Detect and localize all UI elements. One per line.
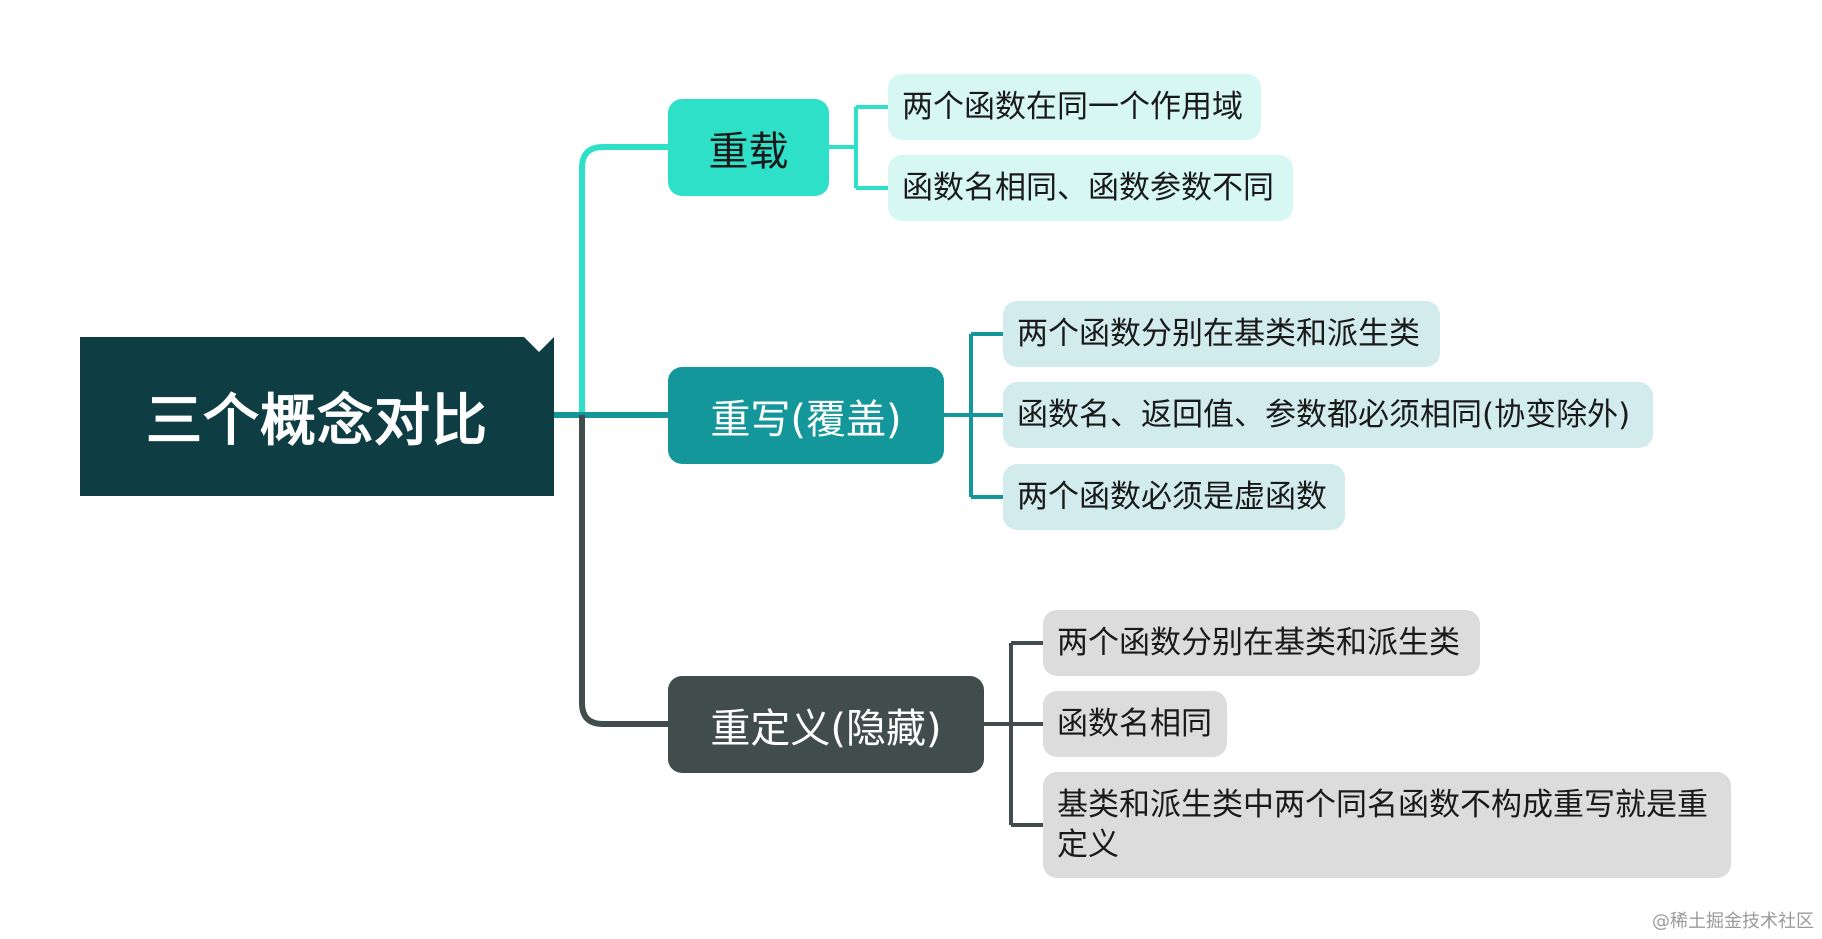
watermark: @稀土掘金技术社区 bbox=[1652, 911, 1814, 932]
branch-overload[interactable]: 重载 bbox=[668, 99, 829, 196]
leaf-redefine-2[interactable]: 函数名相同 bbox=[1043, 691, 1227, 757]
branch-redefine[interactable]: 重定义(隐藏) bbox=[668, 676, 984, 773]
folded-corner-flap bbox=[524, 337, 554, 367]
leaf-text: 两个函数必须是虚函数 bbox=[1017, 479, 1327, 515]
leaf-override-1[interactable]: 两个函数分别在基类和派生类 bbox=[1003, 301, 1440, 367]
root-title: 三个概念对比 bbox=[146, 389, 488, 454]
leaf-override-2[interactable]: 函数名、返回值、参数都必须相同(协变除外) bbox=[1003, 382, 1653, 448]
branch-override[interactable]: 重写(覆盖) bbox=[668, 367, 944, 464]
branch-label: 重定义(隐藏) bbox=[710, 705, 942, 752]
leaf-redefine-1[interactable]: 两个函数分别在基类和派生类 bbox=[1043, 610, 1480, 676]
root-topic[interactable]: 三个概念对比 bbox=[80, 337, 554, 496]
redefine-leaf-lines bbox=[984, 641, 1043, 827]
branch-label: 重载 bbox=[708, 128, 789, 175]
overload-leaf-lines bbox=[829, 105, 888, 190]
leaf-override-3[interactable]: 两个函数必须是虚函数 bbox=[1003, 464, 1345, 530]
leaf-overload-2[interactable]: 函数名相同、函数参数不同 bbox=[888, 155, 1293, 221]
leaf-text: 两个函数在同一个作用域 bbox=[902, 89, 1243, 125]
leaf-overload-1[interactable]: 两个函数在同一个作用域 bbox=[888, 74, 1261, 140]
leaf-text: 函数名相同、函数参数不同 bbox=[902, 170, 1274, 206]
leaf-text: 两个函数分别在基类和派生类 bbox=[1057, 625, 1460, 661]
root-to-overload-line bbox=[554, 144, 668, 418]
override-leaf-lines bbox=[944, 332, 1003, 499]
root-to-redefine-line bbox=[579, 415, 668, 727]
leaf-text: 两个函数分别在基类和派生类 bbox=[1017, 316, 1420, 352]
leaf-redefine-3[interactable]: 基类和派生类中两个同名函数不构成重写就是重定义 bbox=[1043, 772, 1731, 878]
leaf-text: 函数名、返回值、参数都必须相同(协变除外) bbox=[1017, 397, 1631, 433]
branch-label: 重写(覆盖) bbox=[710, 396, 902, 443]
leaf-text: 函数名相同 bbox=[1057, 706, 1212, 742]
leaf-text: 基类和派生类中两个同名函数不构成重写就是重定义 bbox=[1057, 787, 1708, 863]
